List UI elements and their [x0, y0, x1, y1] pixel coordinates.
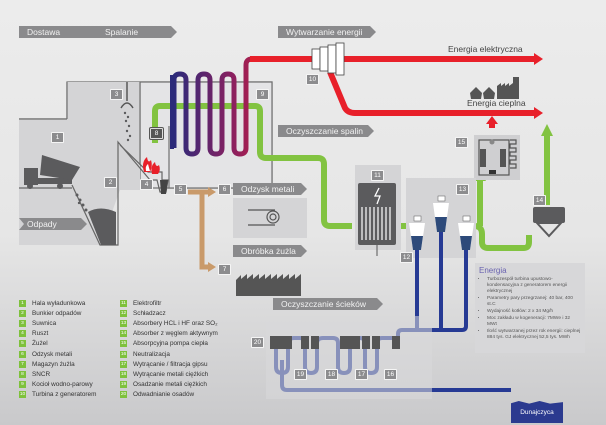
marker-14: 14	[533, 195, 546, 206]
slag-storage-icon	[236, 274, 301, 296]
marker-11: 11	[371, 170, 384, 181]
marker-1: 1	[51, 132, 64, 143]
heat-pump-arrow	[486, 116, 498, 124]
marker-7: 7	[218, 264, 231, 275]
turbine-icon	[311, 42, 345, 76]
slag-conveyor	[188, 189, 208, 270]
info-item: Wydajność kotłów: 2 x 34 Mg/h	[487, 309, 581, 315]
crane-grab-icon	[120, 82, 134, 142]
dump-truck-icon	[24, 155, 88, 212]
electrofilter	[355, 165, 401, 256]
marker-10: 10	[306, 74, 319, 85]
info-item: Ilość wytwarzanej przez rok energii: cie…	[487, 329, 581, 341]
marker-6: 6	[218, 184, 231, 195]
slag-arrow-metal	[208, 187, 216, 197]
marker-19: 19	[294, 369, 307, 380]
marker-5: 5	[174, 184, 187, 195]
river-receiver: Dunajczyca	[511, 401, 563, 423]
heat-arrow	[534, 107, 543, 119]
marker-4: 4	[140, 179, 153, 190]
stage-tag-metal-recovery: Odzysk metali	[233, 183, 307, 195]
heat-pump-unit	[474, 135, 520, 180]
slag-arrow-storage	[208, 262, 216, 272]
info-item: Turbozespół turbina upustowo-kondensacyj…	[487, 277, 581, 295]
stage-tag-slag: Obróbka żużla	[233, 245, 307, 257]
electric-arrow	[534, 53, 543, 65]
marker-2: 2	[104, 177, 117, 188]
info-item: Parametry pary przegrzanej: 40 bar, 400 …	[487, 296, 581, 308]
stage-tag-energy: Wytwarzanie energii	[278, 26, 376, 38]
magnet-separator-icon	[248, 209, 280, 226]
stage-tag-combustion: Spalanie	[97, 26, 177, 38]
boiler-coil	[171, 56, 290, 157]
stage-tag-flue-gas: Oczyszczanie spalin	[278, 125, 374, 137]
stage-tag-wastewater: Oczyszczanie ścieków	[273, 298, 383, 310]
wastewater-area	[266, 316, 432, 399]
marker-3: 3	[110, 89, 123, 100]
info-title: Energia	[479, 266, 507, 275]
info-item: Moc zakładu w kogeneracji: 7MWe i 32 MWt	[487, 316, 581, 328]
marker-15: 15	[455, 137, 468, 148]
flue-arrow-exhaust	[541, 124, 553, 136]
stage-tag-waste: Odpady	[19, 218, 87, 230]
wastewater-tanks	[270, 336, 400, 349]
marker-18: 18	[325, 369, 338, 380]
heat-energy-label: Energia cieplna	[467, 98, 526, 108]
marker-9: 9	[256, 89, 269, 100]
energy-info-box: Energia Turbozespół turbina upustowo-kon…	[475, 263, 585, 353]
marker-12: 12	[400, 252, 413, 263]
marker-17: 17	[355, 369, 368, 380]
consumers-icon	[470, 77, 519, 99]
electric-energy-label: Energia elektryczna	[448, 44, 523, 54]
grate-fire-icon	[119, 144, 169, 194]
carbon-absorber	[533, 207, 565, 238]
stage-tag-delivery: Dostawa	[19, 26, 111, 38]
coil-inlet	[170, 75, 174, 149]
info-list: Turbozespół turbina upustowo-kondensacyj…	[479, 277, 581, 341]
marker-13: 13	[456, 184, 469, 195]
marker-16: 16	[384, 369, 397, 380]
marker-8: 8	[149, 127, 164, 140]
marker-20: 20	[251, 337, 264, 348]
